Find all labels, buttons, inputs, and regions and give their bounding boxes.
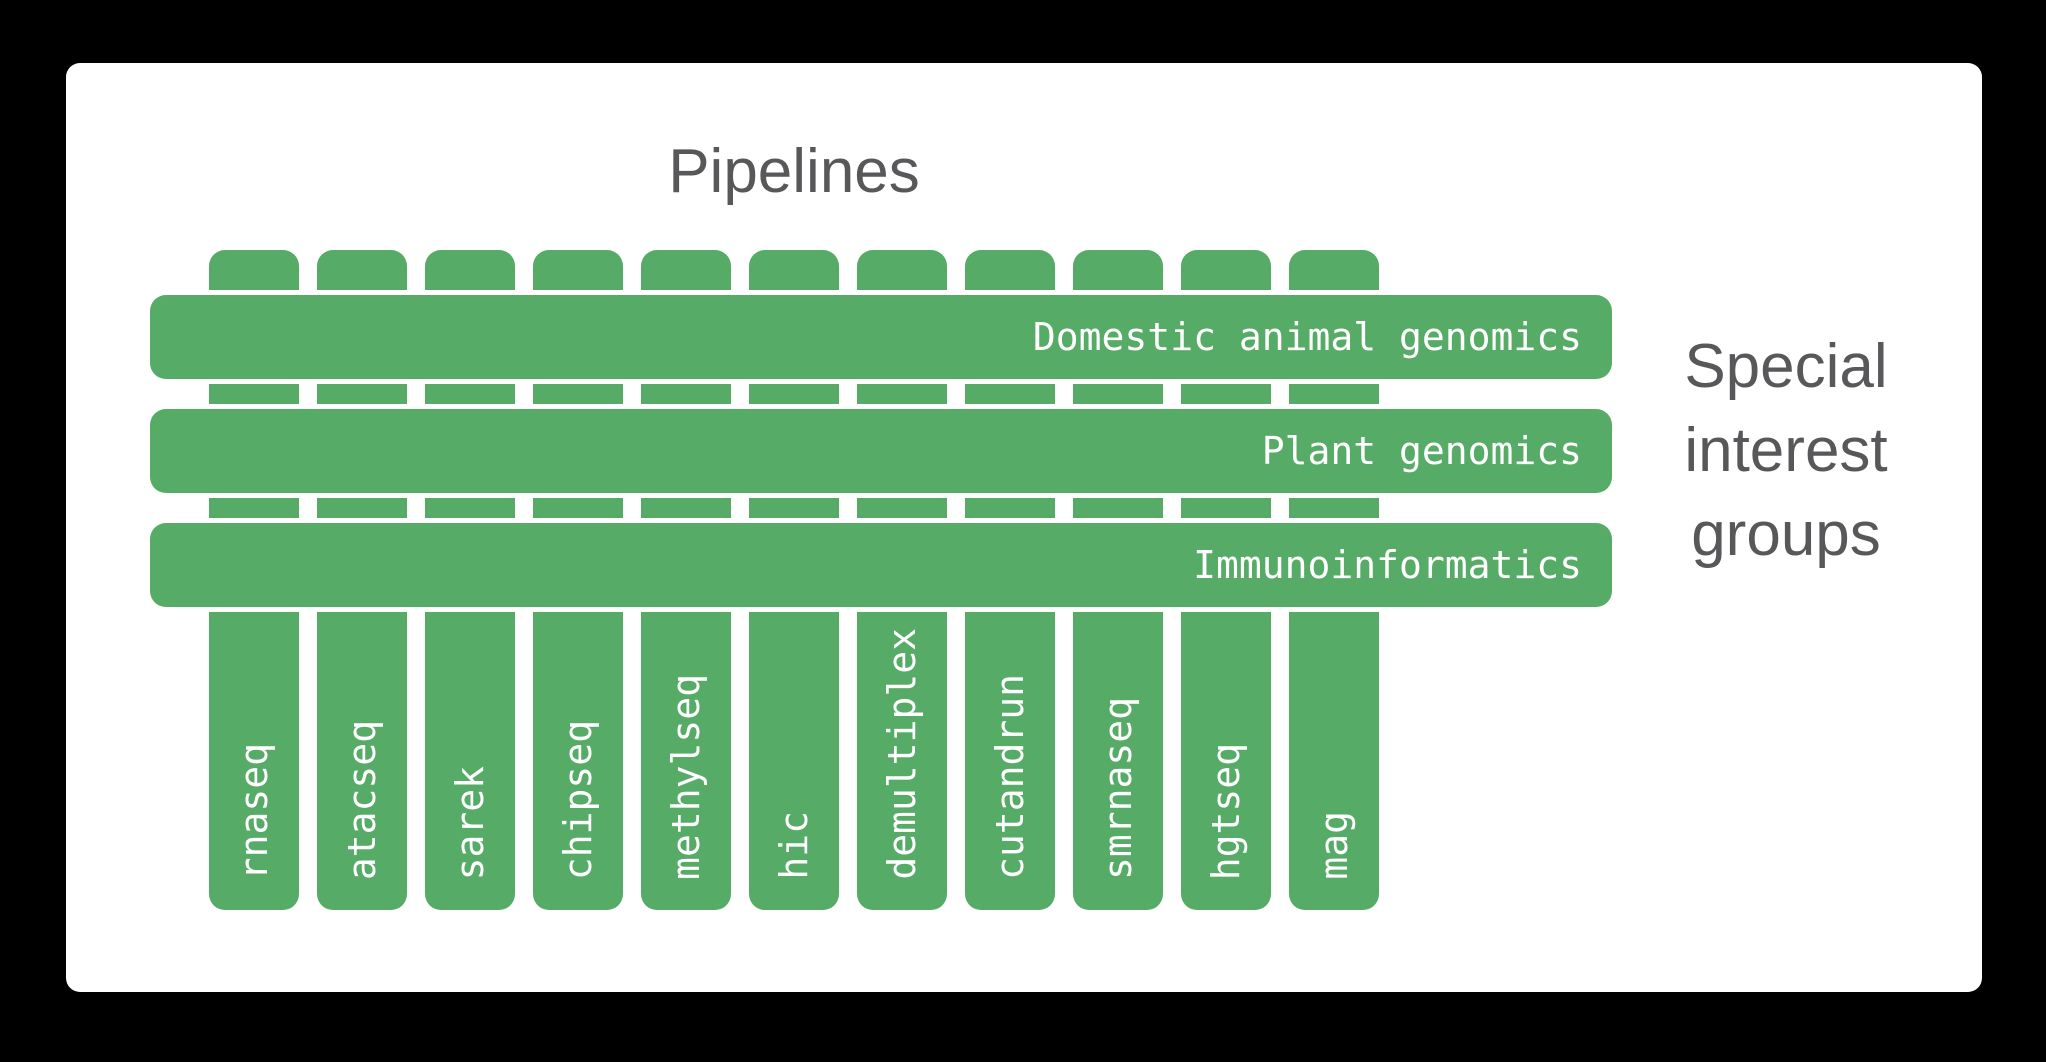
pipeline-label: hgtseq <box>1204 742 1248 880</box>
pipeline-label: mag <box>1312 811 1356 880</box>
pipeline-label: demultiplex <box>880 628 924 880</box>
pipelines-title: Pipelines <box>668 137 920 206</box>
figure-card: Pipelines rnaseq atacseq sarek chipseq m… <box>66 63 1982 992</box>
pipeline-label: smrnaseq <box>1096 696 1140 880</box>
sig-side-label-line: Special <box>1684 332 1888 401</box>
pipeline-label: cutandrun <box>988 674 1032 880</box>
sig-bar-label: Immunoinformatics <box>1193 543 1582 587</box>
sig-bar: Domestic animal genomics <box>150 295 1612 379</box>
pipeline-label: sarek <box>448 765 492 880</box>
sig-side-label-line: interest <box>1684 416 1888 485</box>
pipeline-label: methylseq <box>664 674 708 880</box>
sig-side-label-line: groups <box>1691 500 1881 569</box>
sig-bar-label: Domestic animal genomics <box>1032 315 1582 359</box>
sig-bar: Plant genomics <box>150 409 1612 493</box>
sig-bar: Immunoinformatics <box>150 523 1612 607</box>
pipeline-label: hic <box>772 811 816 880</box>
sig-side-label: Special interest groups <box>1596 325 1976 577</box>
pipeline-label: rnaseq <box>232 742 276 880</box>
pipeline-label: atacseq <box>340 719 384 880</box>
pipeline-label: chipseq <box>556 719 600 880</box>
sig-bar-label: Plant genomics <box>1261 429 1582 473</box>
